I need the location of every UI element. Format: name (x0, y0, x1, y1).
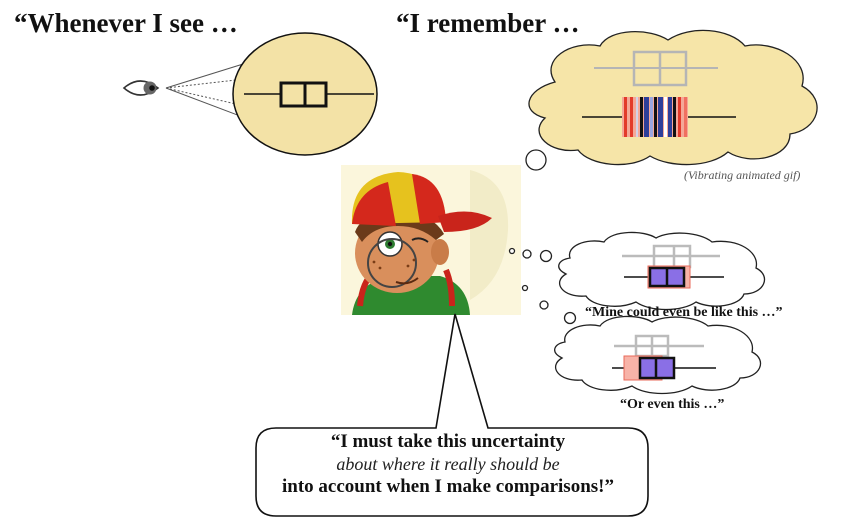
heading-i-remember: “I remember … (396, 8, 580, 38)
eye-icon (122, 80, 160, 96)
uncertain-boxplot-3 (612, 355, 716, 381)
boxplot-icon (244, 81, 374, 108)
uncertain-boxplot-2 (624, 265, 724, 289)
caption-mine-could-be: “Mine could even be like this …” (585, 305, 783, 320)
speech-line-2: about where it really should be (336, 454, 560, 474)
vibrating-gif-note: (Vibrating animated gif) (684, 168, 801, 182)
magnified-boxplot (232, 32, 378, 156)
speech-line-3: into account when I make comparisons!” (282, 476, 614, 497)
speech-text: “I must take this uncertainty about wher… (256, 430, 640, 498)
thought-cloud-main (528, 29, 818, 166)
ghost-boxplot-main (594, 50, 718, 87)
heading-whenever-i-see: “Whenever I see … (14, 8, 238, 38)
speech-bubble (255, 313, 649, 517)
thought-cloud-2 (558, 231, 766, 311)
speech-line-1: “I must take this uncertainty (330, 431, 566, 452)
caption-or-even-this: “Or even this …” (620, 397, 725, 412)
thought-trail-side (508, 247, 577, 325)
thought-cloud-3 (554, 315, 762, 395)
cartoon-character (341, 165, 521, 315)
vibrating-boxplot (582, 97, 736, 137)
